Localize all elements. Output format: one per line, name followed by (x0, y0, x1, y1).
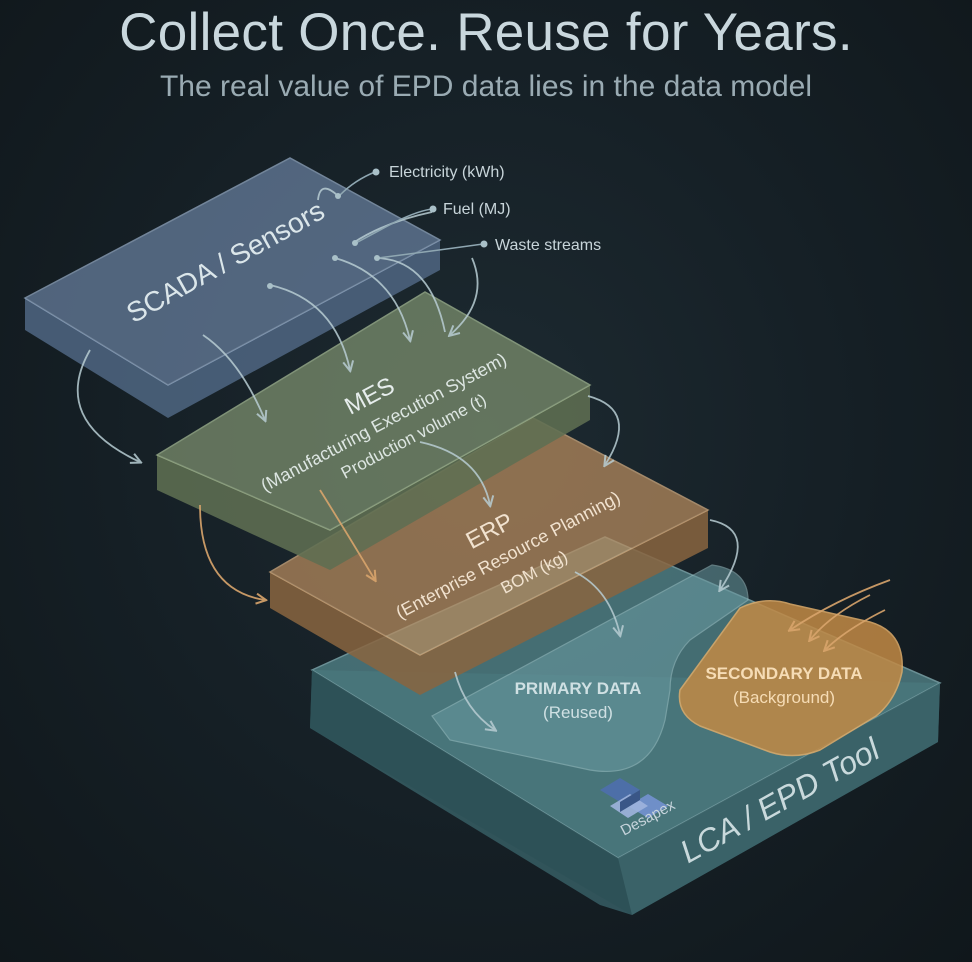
primary-data-region (431, 564, 749, 772)
desapex-logo: Desapex (600, 778, 678, 839)
flow-arrows (76, 187, 739, 730)
page-title: Collect Once. Reuse for Years. (119, 3, 853, 62)
primary-data-title: PRIMARY DATA (515, 679, 642, 698)
input-label-waste: Waste streams (495, 237, 601, 254)
desapex-logo-icon (600, 778, 668, 818)
secondary-data-note: (Background) (733, 688, 835, 707)
mes-layer (155, 291, 592, 570)
secondary-data-region (678, 600, 903, 757)
secondary-data-title: SECONDARY DATA (705, 664, 862, 683)
page-subtitle: The real value of EPD data lies in the d… (159, 70, 813, 103)
scada-layer (23, 157, 442, 418)
orange-arrows (199, 489, 891, 650)
input-label-fuel: Fuel (MJ) (443, 201, 511, 218)
input-label-electricity: Electricity (kWh) (389, 164, 505, 181)
primary-data-note: (Reused) (543, 703, 613, 722)
connector-dots (267, 168, 488, 289)
